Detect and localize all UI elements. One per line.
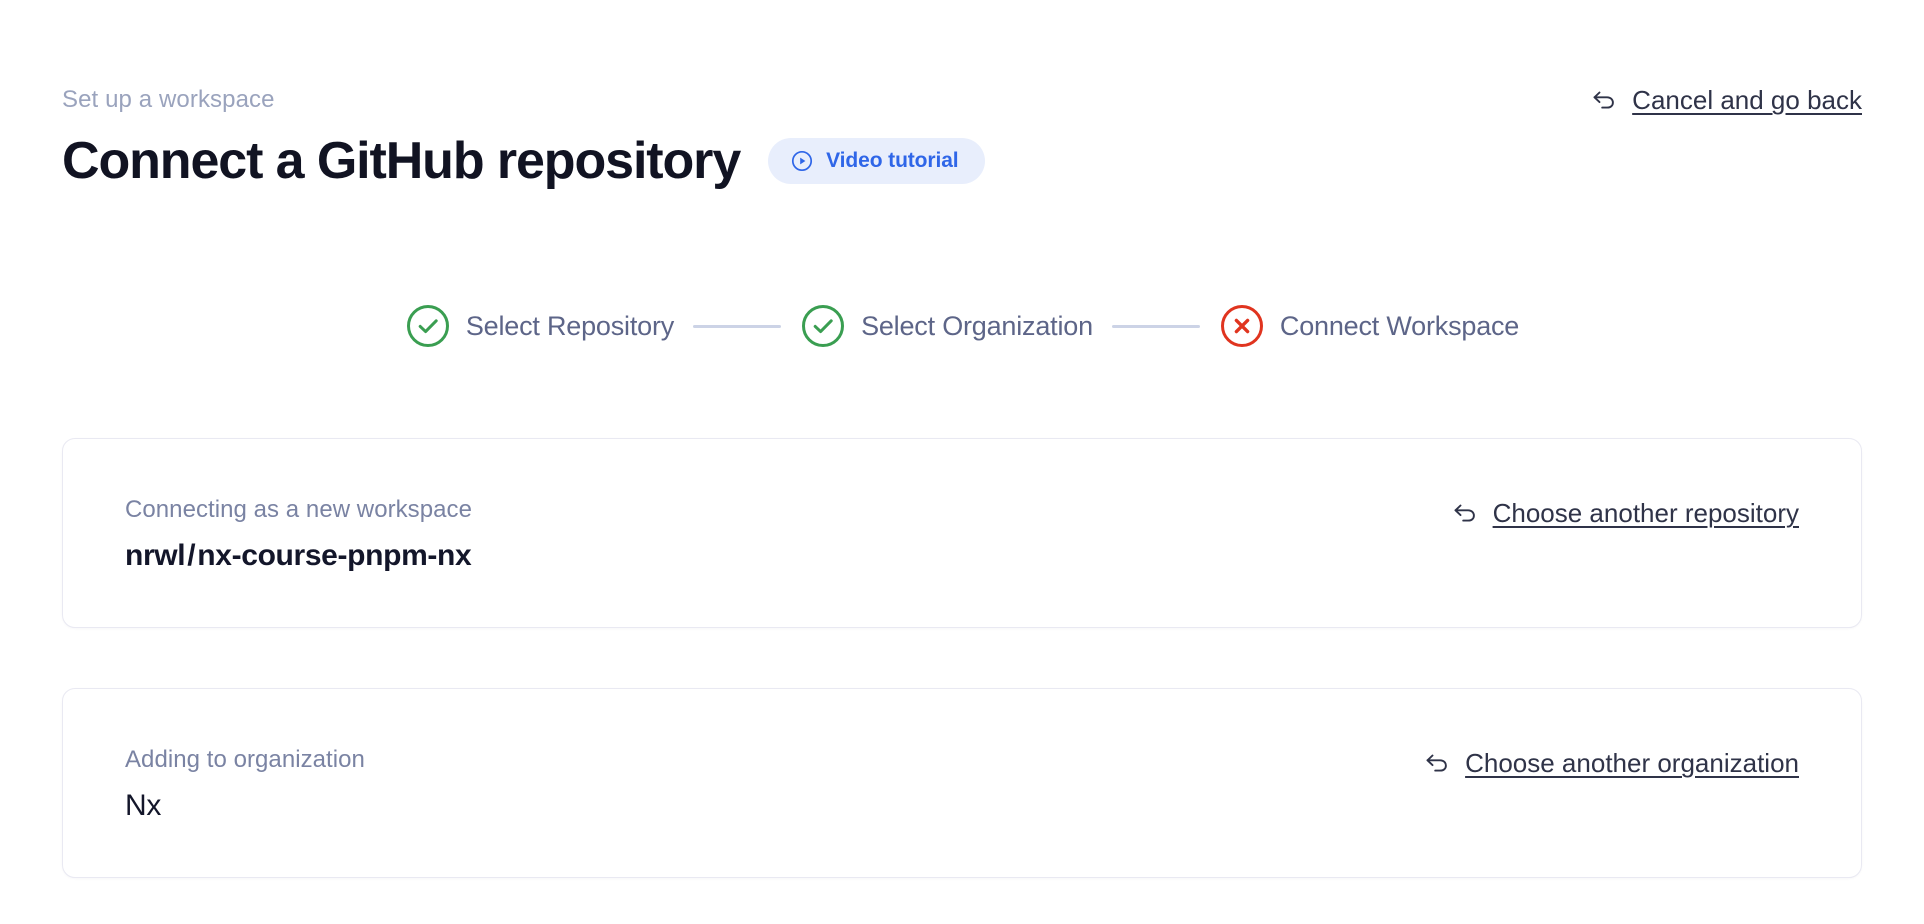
video-tutorial-label: Video tutorial	[826, 149, 959, 172]
back-arrow-icon	[1451, 499, 1479, 527]
check-circle-icon	[800, 303, 846, 349]
back-arrow-icon	[1590, 86, 1618, 114]
step-connect-workspace[interactable]: Connect Workspace	[1219, 303, 1519, 349]
organization-card-caption: Adding to organization	[125, 746, 365, 773]
repository-card-caption: Connecting as a new workspace	[125, 496, 472, 523]
cancel-and-go-back-link[interactable]: Cancel and go back	[1590, 84, 1862, 116]
organization-card-value: Nx	[125, 789, 161, 822]
video-tutorial-button[interactable]: Video tutorial	[768, 138, 985, 184]
check-circle-icon	[405, 303, 451, 349]
choose-another-repository-link[interactable]: Choose another repository	[1451, 439, 1799, 529]
step-label: Select Repository	[465, 311, 675, 341]
repository-card: Connecting as a new workspace nrwl/nx-co…	[62, 438, 1862, 628]
choose-another-organization-label: Choose another organization	[1465, 748, 1799, 778]
page-title: Connect a GitHub repository	[62, 132, 741, 190]
repository-card-value: nrwl/nx-course-pnpm-nx	[125, 538, 472, 574]
repository-owner: nrwl	[125, 539, 186, 572]
back-arrow-icon	[1423, 749, 1451, 777]
title-row: Connect a GitHub repository Video tutori…	[62, 130, 1862, 192]
play-circle-icon	[790, 149, 814, 173]
cancel-and-go-back-label: Cancel and go back	[1632, 85, 1862, 115]
repository-separator: /	[187, 539, 196, 572]
step-label: Connect Workspace	[1279, 311, 1520, 341]
page-eyebrow: Set up a workspace	[62, 86, 275, 113]
x-circle-icon	[1219, 303, 1265, 349]
choose-another-organization-link[interactable]: Choose another organization	[1423, 689, 1799, 779]
step-select-repository[interactable]: Select Repository	[405, 303, 674, 349]
repository-card-body: Connecting as a new workspace nrwl/nx-co…	[125, 439, 472, 574]
organization-card-body: Adding to organization Nx	[125, 689, 365, 824]
step-label: Select Organization	[861, 311, 1093, 341]
organization-card: Adding to organization Nx Choose another…	[62, 688, 1862, 878]
page-header: Set up a workspace Connect a GitHub repo…	[62, 86, 1862, 192]
choose-another-repository-label: Choose another repository	[1492, 498, 1799, 528]
step-connector	[1111, 324, 1200, 328]
step-select-organization[interactable]: Select Organization	[800, 303, 1093, 349]
step-connector	[693, 324, 782, 328]
repository-name: nx-course-pnpm-nx	[197, 539, 472, 572]
progress-stepper: Select Repository Select Organization Co…	[0, 303, 1924, 349]
